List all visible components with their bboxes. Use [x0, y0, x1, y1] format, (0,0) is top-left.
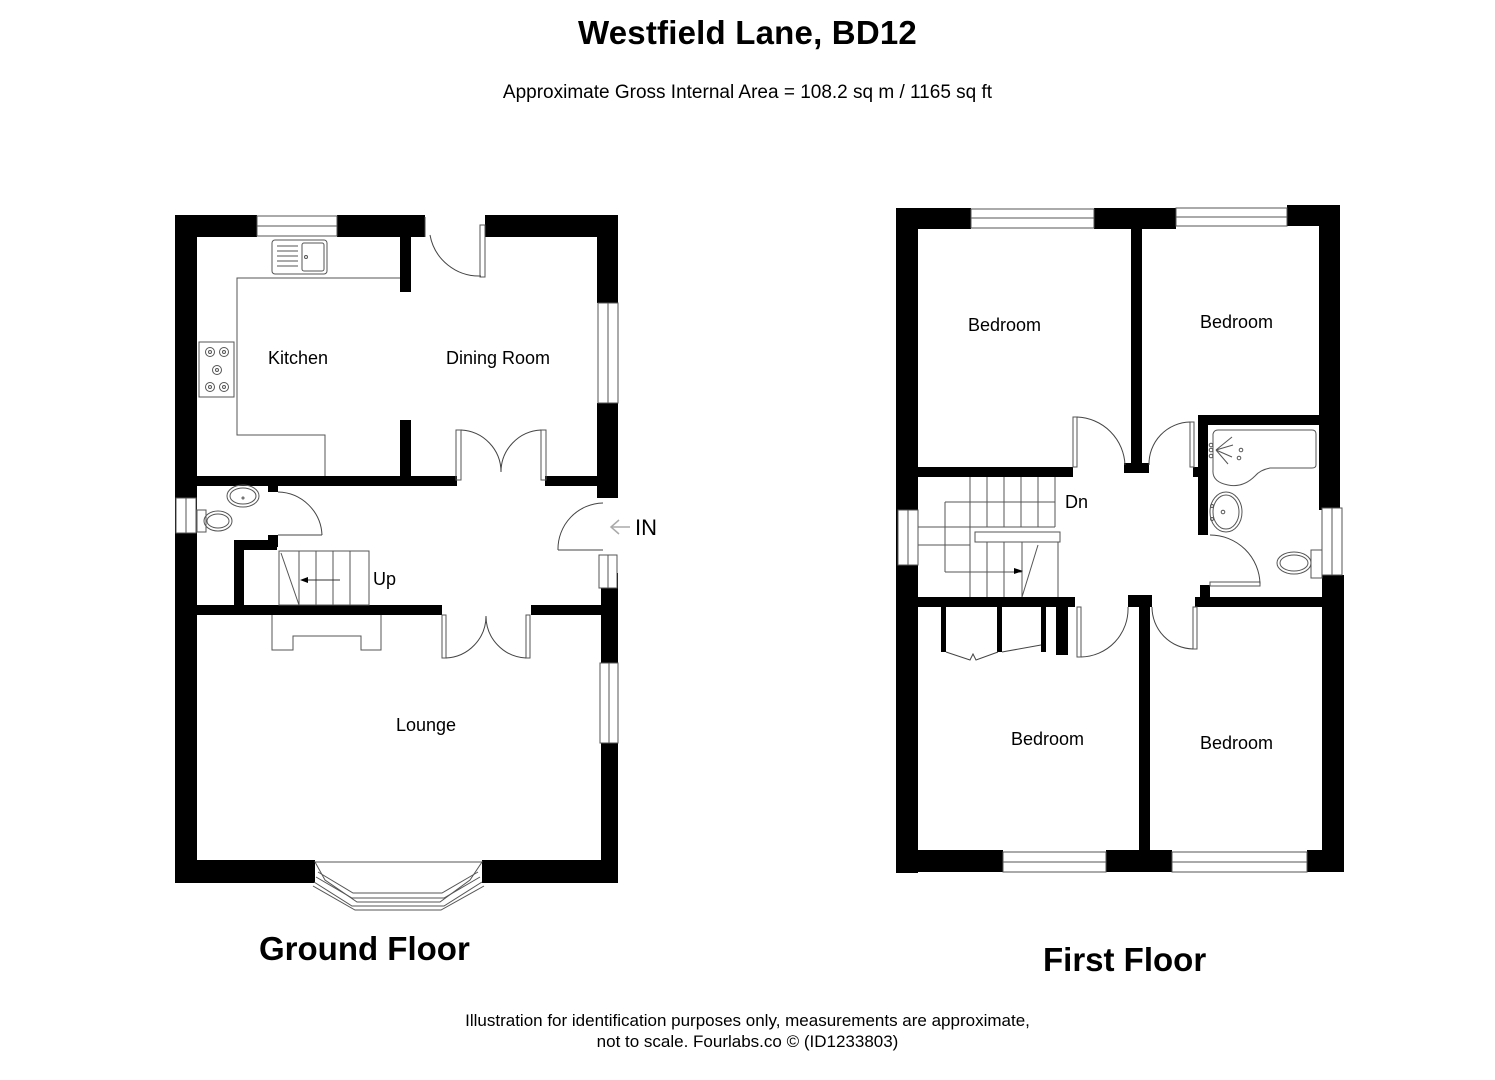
dining-double-doors: [455, 429, 547, 481]
stairs-down-label: Dn: [1065, 492, 1088, 512]
entrance-door: IN: [557, 502, 657, 551]
ground-floor-label: Ground Floor: [259, 930, 470, 967]
first-floor-label: First Floor: [1043, 941, 1207, 978]
bay-window: [312, 861, 485, 911]
room-label-bedroom-3: Bedroom: [1011, 729, 1084, 749]
first-floor-plan: Dn: [896, 205, 1344, 873]
room-label-bedroom-2: Bedroom: [1200, 312, 1273, 332]
first-floor-windows: [897, 207, 1343, 873]
ground-floor-plan: Up IN Kitchen Dining Room Lounge: [175, 215, 657, 911]
plan-title: Westfield Lane, BD12: [578, 14, 917, 51]
disclaimer-line-2: not to scale. Fourlabs.co © (ID1233803): [596, 1032, 899, 1051]
bathroom-fixtures: [1208, 429, 1323, 579]
room-label-kitchen: Kitchen: [268, 348, 328, 368]
first-floor-walls: [896, 205, 1344, 873]
stairs-up-label: Up: [373, 569, 396, 589]
room-label-bedroom-4: Bedroom: [1200, 733, 1273, 753]
room-label-dining-room: Dining Room: [446, 348, 550, 368]
ground-floor-windows: [175, 215, 619, 744]
hob-icon: [198, 341, 235, 398]
stairs-down: Dn: [918, 477, 1088, 598]
fireplace: [271, 615, 382, 651]
first-floor-doors: [945, 416, 1261, 661]
ground-floor-walls: [175, 215, 618, 883]
room-label-bedroom-1: Bedroom: [968, 315, 1041, 335]
entrance-label: IN: [635, 515, 657, 540]
disclaimer-line-1: Illustration for identification purposes…: [465, 1011, 1030, 1030]
wc-fixtures: [196, 484, 323, 536]
gross-area-subtitle: Approximate Gross Internal Area = 108.2 …: [502, 82, 993, 103]
back-door: [424, 217, 486, 278]
disclaimer: Illustration for identification purposes…: [0, 1010, 1495, 1052]
stairs-up: Up: [278, 550, 396, 606]
kitchen-worktop: [236, 239, 400, 476]
room-label-lounge: Lounge: [396, 715, 456, 735]
lounge-double-doors: [441, 614, 531, 659]
